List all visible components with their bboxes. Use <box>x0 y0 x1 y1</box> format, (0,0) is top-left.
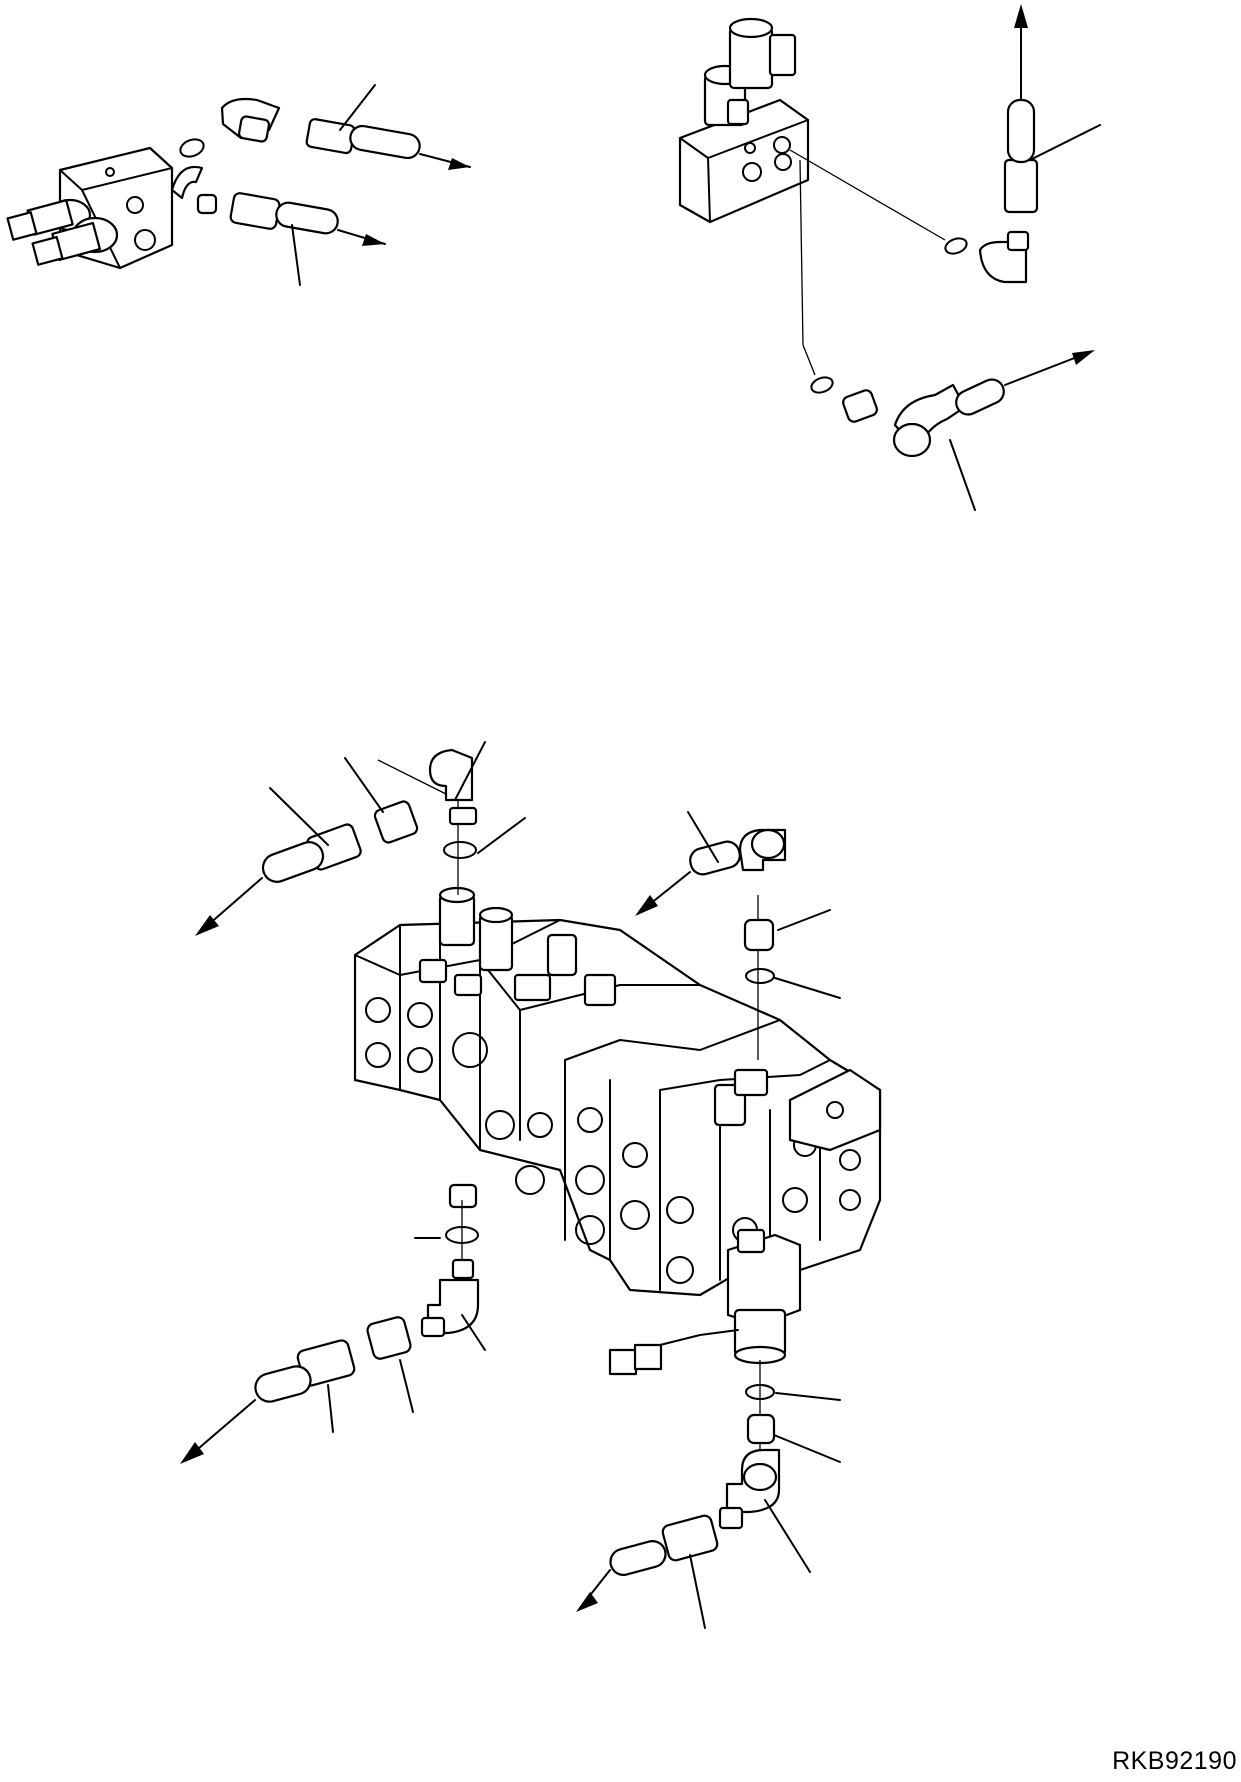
valve-body <box>353 886 882 1365</box>
electrical-connector <box>608 1329 739 1376</box>
solenoid-coil <box>703 17 797 127</box>
elbow-fitting <box>944 230 1030 284</box>
o-ring <box>179 138 205 158</box>
upper-right-fittings <box>635 811 841 1060</box>
hose-angled <box>810 350 1095 458</box>
upper-left-fittings <box>195 741 526 936</box>
solenoid-coil-lower <box>31 216 119 266</box>
hose-lower <box>229 192 386 246</box>
drawing-reference-code: RKB92190 <box>1112 1747 1237 1775</box>
hose-vertical <box>1003 4 1039 214</box>
solenoid-valve-assembly-right <box>678 4 1101 511</box>
valve-block <box>678 98 810 224</box>
hose-upper <box>305 118 471 170</box>
elbow-fitting-lower <box>170 165 218 215</box>
solenoid-valve-assembly-left <box>6 84 471 286</box>
main-control-valve <box>180 741 882 1629</box>
lower-right-fittings <box>576 1360 841 1629</box>
lower-left-fittings <box>180 1200 486 1464</box>
elbow-fitting <box>220 97 281 143</box>
